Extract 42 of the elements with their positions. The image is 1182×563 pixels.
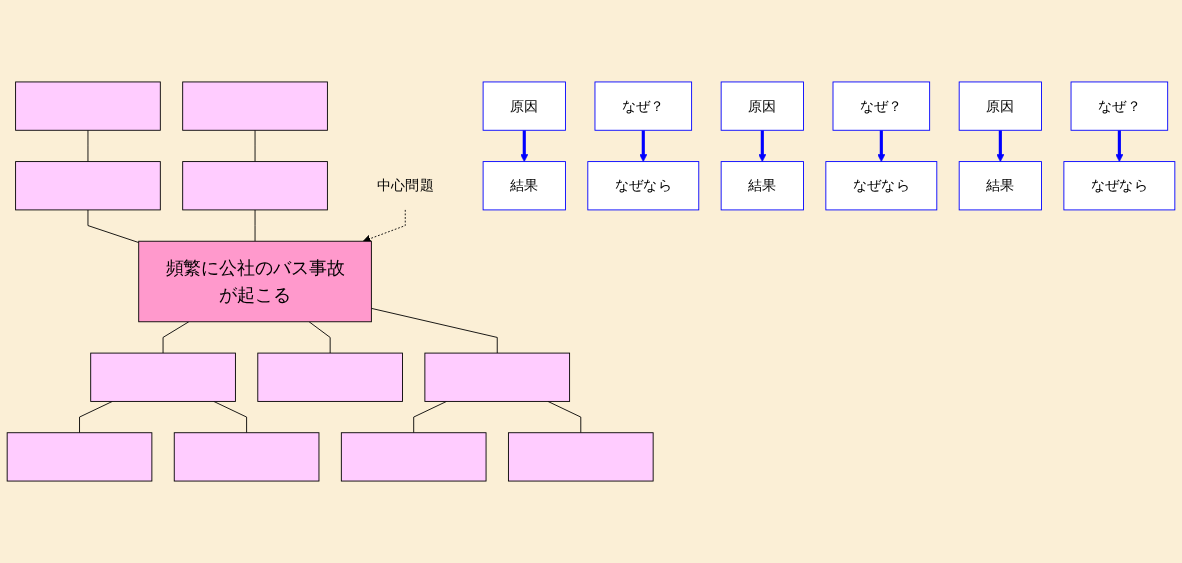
- node-box: なぜなら: [1063, 161, 1176, 211]
- connector: [413, 400, 447, 434]
- node-box: なぜ？: [832, 81, 931, 131]
- connector: [162, 321, 190, 354]
- node-box: なぜ？: [1070, 81, 1169, 131]
- node-box: [15, 81, 161, 131]
- node-box: [507, 432, 654, 482]
- arrow: [877, 130, 886, 162]
- node-box: [173, 432, 320, 482]
- connector: [213, 400, 248, 434]
- node-box: なぜなら: [587, 161, 700, 211]
- connector: [254, 129, 256, 163]
- connector: [79, 400, 113, 434]
- node-box: 原因: [482, 81, 566, 131]
- node-box: [6, 432, 153, 482]
- connector: [308, 321, 331, 354]
- connector: [87, 209, 140, 243]
- node-box: なぜなら: [825, 161, 938, 211]
- node-box: 原因: [720, 81, 804, 131]
- connector: [87, 129, 89, 163]
- node-box: 結果: [720, 161, 804, 211]
- node-box: 原因: [958, 81, 1042, 131]
- node-box: [182, 81, 328, 131]
- node-box: なぜ？: [594, 81, 693, 131]
- arrow: [996, 130, 1005, 162]
- connector: [370, 307, 498, 354]
- connector: [547, 400, 582, 434]
- arrow: [758, 130, 767, 162]
- node-box: [257, 352, 403, 402]
- node-box: [90, 352, 236, 402]
- node-box: 結果: [482, 161, 566, 211]
- arrow: [639, 130, 648, 162]
- node-box: [15, 161, 161, 211]
- arrow: [520, 130, 529, 162]
- node-text: 中心問題: [376, 176, 434, 194]
- node-box: [182, 161, 328, 211]
- node-box: 結果: [958, 161, 1042, 211]
- arrow: [1115, 130, 1124, 162]
- connector: [254, 209, 256, 242]
- node-box: 頻繁に公社のバス事故が起こる: [138, 240, 372, 323]
- node-box: [340, 432, 487, 482]
- node-box: [424, 352, 571, 402]
